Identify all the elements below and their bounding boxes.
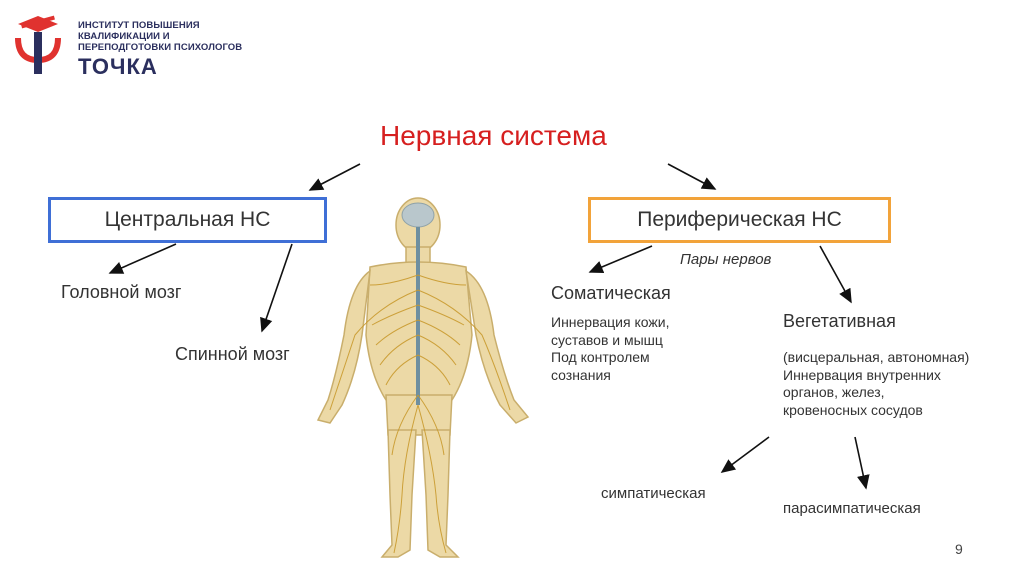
arrow-central-to-spinal	[260, 243, 293, 333]
central-ns-label: Центральная НС	[104, 208, 271, 231]
arrow-vegetative-to-parasympathetic	[854, 436, 870, 490]
vegetative-line-3: органов, желез,	[783, 384, 885, 400]
spinal-cord-label: Спинной мозг	[175, 344, 290, 364]
page-number: 9	[955, 541, 963, 557]
logo-line-1: ИНСТИТУТ ПОВЫШЕНИЯ	[78, 20, 200, 31]
nervous-system-illustration	[300, 195, 560, 570]
sympathetic-label: симпатическая	[601, 485, 706, 502]
arrow-central-to-brain	[108, 243, 177, 274]
somatic-line-1: Иннервация кожи,	[551, 314, 670, 330]
institute-logo-icon	[12, 14, 66, 76]
logo-line-3: ПЕРЕПОДГОТОВКИ ПСИХОЛОГОВ	[78, 42, 243, 53]
brain-label: Головной мозг	[61, 282, 182, 302]
slide-title: Нервная система	[380, 120, 607, 151]
vegetative-line-4: кровеносных сосудов	[783, 401, 923, 418]
arrow-peripheral-to-somatic	[588, 245, 653, 273]
logo-brand: ТОЧКА	[78, 54, 158, 79]
somatic-line-3: Под контролем	[551, 349, 650, 365]
nerve-pairs-label: Пары нервов	[680, 251, 772, 268]
peripheral-ns-box: Периферическая НС	[588, 197, 891, 243]
peripheral-ns-label: Периферическая НС	[637, 208, 842, 231]
institute-name: ИНСТИТУТ ПОВЫШЕНИЯ КВАЛИФИКАЦИИ И ПЕРЕПО…	[78, 20, 268, 53]
vegetative-line-1: (висцеральная, автономная)	[783, 349, 970, 365]
vegetative-line-2: Иннервация внутренних	[783, 366, 941, 383]
somatic-title: Соматическая	[551, 283, 671, 303]
arrow-title-to-peripheral	[667, 163, 717, 190]
arrow-vegetative-to-sympathetic	[720, 436, 770, 473]
central-ns-box: Центральная НС	[48, 197, 327, 243]
somatic-line-4: сознания	[551, 366, 611, 383]
logo-line-2: КВАЛИФИКАЦИИ И	[78, 31, 170, 42]
parasympathetic-label: парасимпатическая	[783, 500, 921, 517]
arrow-title-to-central	[308, 163, 361, 191]
vegetative-description: (висцеральная, автономная) Иннервация вн…	[783, 349, 1008, 419]
somatic-line-2: суставов и мышц	[551, 331, 663, 348]
arrow-peripheral-to-vegetative	[819, 245, 852, 304]
somatic-description: Иннервация кожи, суставов и мышц Под кон…	[551, 314, 751, 384]
vegetative-title: Вегетативная	[783, 311, 896, 331]
